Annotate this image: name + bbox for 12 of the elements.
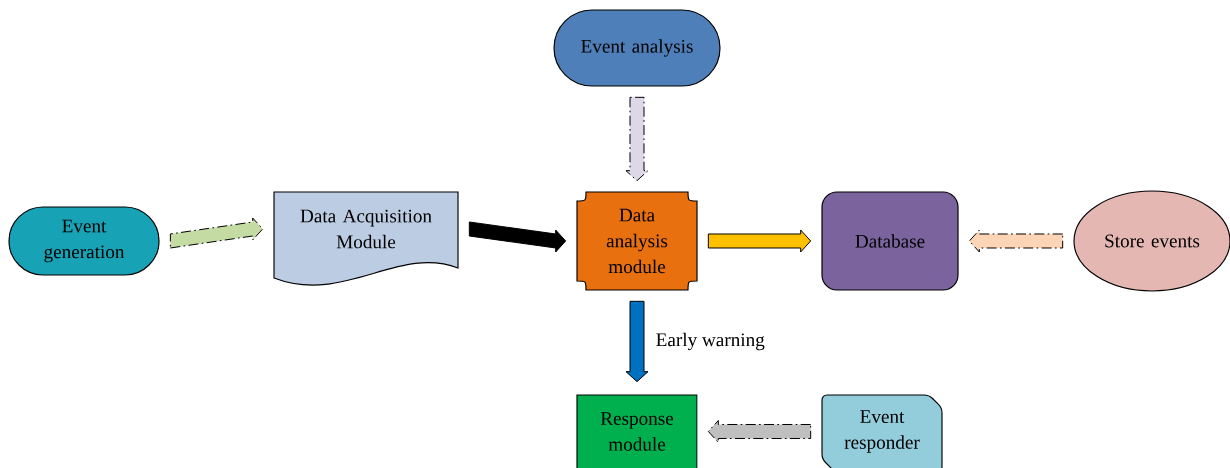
block-arrow xyxy=(707,229,812,253)
process-box: Data analysis module xyxy=(576,191,698,291)
block-arrow xyxy=(968,229,1064,253)
process-box: Event responder xyxy=(821,394,943,468)
block-arrow xyxy=(625,300,649,383)
edge-label: Early warning xyxy=(654,331,767,352)
block-arrow xyxy=(625,96,649,182)
process-box: Response module xyxy=(576,394,698,468)
process-box: Database xyxy=(821,191,959,291)
block-arrow xyxy=(707,420,812,443)
block-arrow xyxy=(468,221,567,253)
block-arrow xyxy=(169,217,264,249)
